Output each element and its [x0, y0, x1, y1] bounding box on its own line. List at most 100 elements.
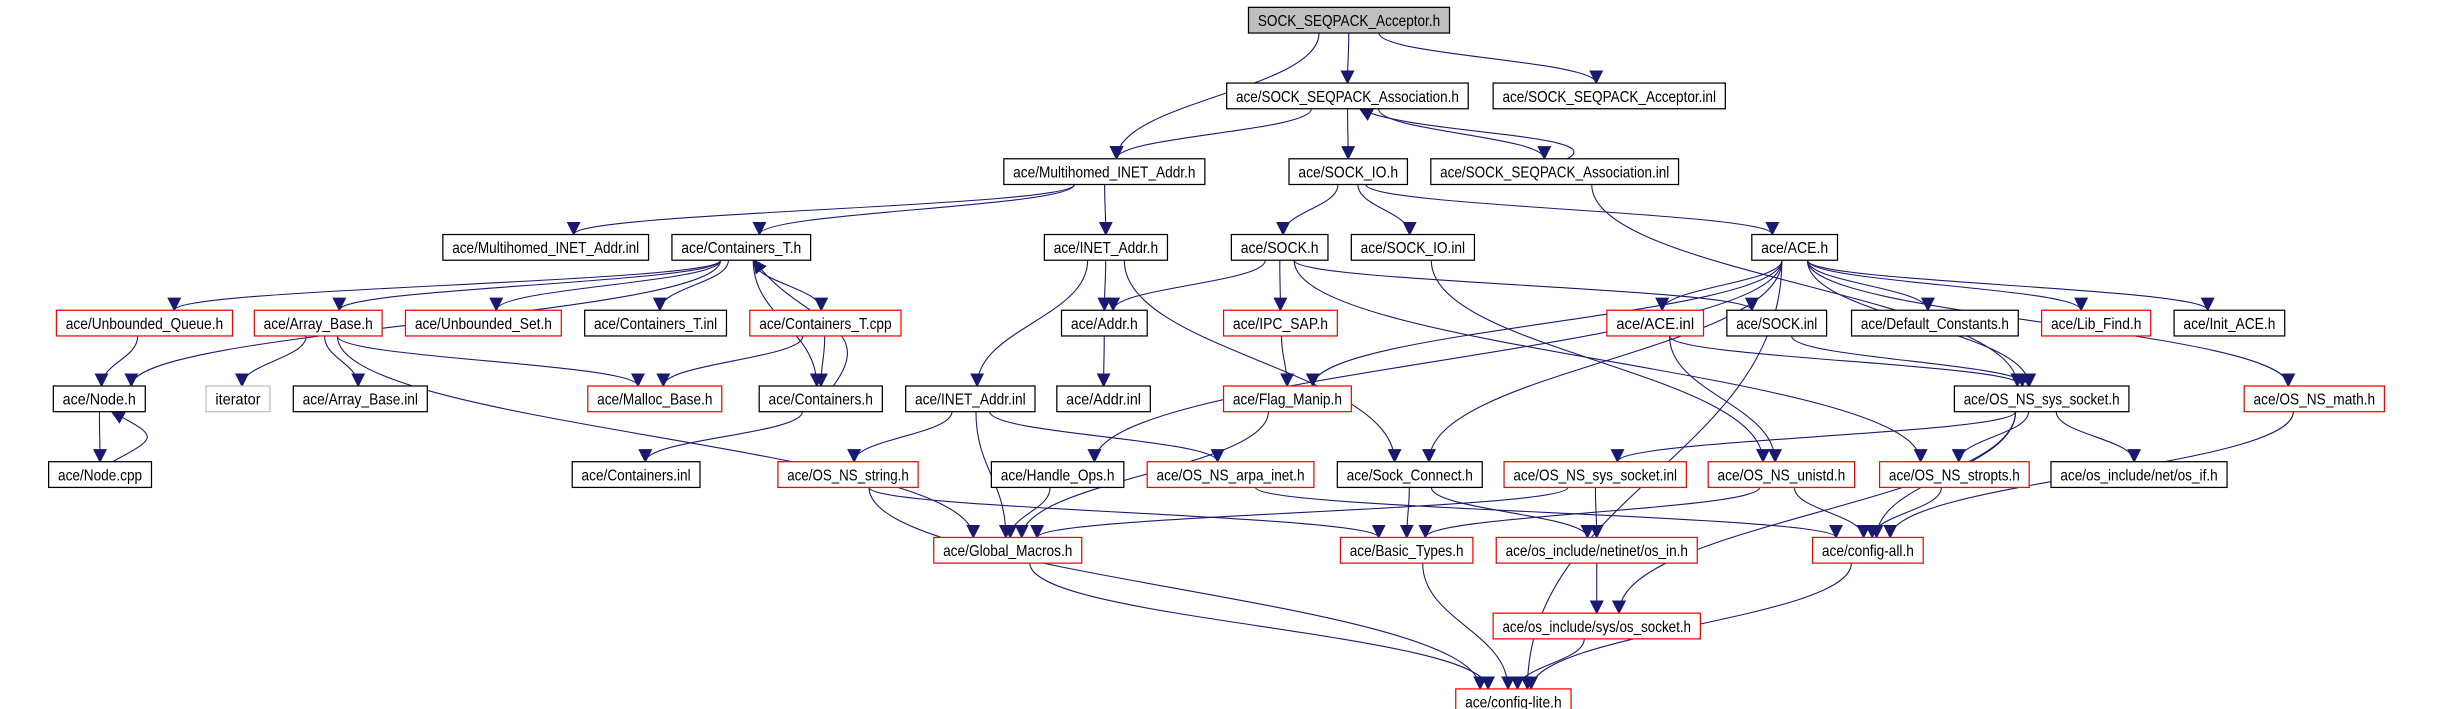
node-sock-inl[interactable]: ace/SOCK.inl	[1726, 309, 1828, 337]
node-cfgall-h[interactable]: ace/config-all.h	[1811, 536, 1924, 564]
node-box	[905, 385, 1036, 413]
node-uq-h[interactable]: ace/Unbounded_Queue.h	[55, 309, 234, 337]
node-unistd-h[interactable]: ace/OS_NS_unistd.h	[1707, 461, 1856, 489]
node-box	[1336, 461, 1483, 489]
edge-nssock_h-to-osif_h	[2055, 411, 2142, 464]
node-acceptor-h[interactable]: SOCK_SEQPACK_Acceptor.h	[1247, 6, 1451, 34]
node-string-h[interactable]: ace/OS_NS_string.h	[777, 461, 919, 489]
node-label: ace/Malloc_Base.h	[597, 392, 712, 409]
node-contT-inl[interactable]: ace/Containers_T.inl	[584, 309, 728, 337]
node-label: ace/OS_NS_string.h	[787, 467, 909, 484]
edge-contT_h-to-us_h	[489, 260, 722, 312]
node-box	[587, 385, 723, 413]
node-ab-h[interactable]: ace/Array_Base.h	[253, 309, 383, 337]
node-nssock-inl[interactable]: ace/OS_NS_sys_socket.inl	[1503, 461, 1687, 489]
node-bt-h[interactable]: ace/Basic_Types.h	[1339, 536, 1474, 564]
node-box	[1850, 309, 2019, 337]
edge-handle_h-to-gm_h	[1003, 487, 1051, 539]
node-cfglite-h[interactable]: ace/config-lite.h	[1455, 688, 1572, 709]
node-arpa-h[interactable]: ace/OS_NS_arpa_inet.h	[1146, 461, 1315, 489]
node-lib-h[interactable]: ace/Lib_Find.h	[2041, 309, 2152, 337]
node-inet-h[interactable]: ace/INET_Addr.h	[1043, 233, 1169, 261]
node-label: ace/Sock_Connect.h	[1347, 467, 1473, 484]
node-box	[1707, 461, 1856, 489]
node-label: ace/config-lite.h	[1465, 695, 1562, 709]
node-ace-h[interactable]: ace/ACE.h	[1751, 233, 1839, 261]
node-ab-inl[interactable]: ace/Array_Base.inl	[292, 385, 428, 413]
node-sockio-inl[interactable]: ace/SOCK_IO.inl	[1350, 233, 1476, 261]
edge-inet_inl-to-string_h	[847, 411, 953, 464]
node-us-h[interactable]: ace/Unbounded_Set.h	[404, 309, 562, 337]
edge-nssock_h-to-ossock_h	[1612, 411, 2017, 615]
edge-sock_h-to-ipc_h	[1273, 260, 1288, 312]
node-osin-h[interactable]: ace/os_include/netinet/os_in.h	[1495, 536, 1698, 564]
node-ace-inl[interactable]: ace/ACE.inl	[1606, 309, 1705, 337]
edge-assoc_h-to-assoc_inl	[1377, 108, 1552, 161]
node-label: ace/Addr.h	[1071, 316, 1138, 333]
node-iterator[interactable]: iterator	[205, 385, 271, 413]
node-cont-inl[interactable]: ace/Containers.inl	[571, 461, 701, 489]
node-sockio-h[interactable]: ace/SOCK_IO.h	[1288, 158, 1409, 186]
node-osif-h[interactable]: ace/os_include/net/os_if.h	[2050, 461, 2228, 489]
edge-sockio_inl-to-unistd_h	[1430, 260, 1770, 464]
node-handle-h[interactable]: ace/Handle_Ops.h	[990, 461, 1125, 489]
edge-sock_h-to-addr_h	[1106, 260, 1266, 312]
node-stropts-h[interactable]: ace/OS_NS_stropts.h	[1878, 461, 2030, 489]
node-label: ace/Node.cpp	[58, 467, 142, 484]
node-init-h[interactable]: ace/Init_ACE.h	[2173, 309, 2286, 337]
edge-sockconn_h-to-osin_h	[1430, 487, 1595, 539]
node-box	[1606, 309, 1705, 337]
node-label: SOCK_SEQPACK_Acceptor.h	[1258, 13, 1440, 30]
node-label: ace/IPC_SAP.h	[1233, 316, 1328, 333]
node-math-h[interactable]: ace/OS_NS_math.h	[2243, 385, 2386, 413]
node-box	[1455, 688, 1572, 709]
edge-ace_h-to-sockconn_h	[1422, 260, 1783, 464]
node-mh-inl[interactable]: ace/Multihomed_INET_Addr.inl	[442, 233, 650, 261]
edge-ossock_h-to-cfglite_h	[1510, 638, 1585, 691]
node-label: ace/ACE.inl	[1616, 316, 1694, 333]
node-box	[2173, 309, 2286, 337]
node-label: ace/ACE.h	[1761, 240, 1828, 257]
node-box	[1726, 309, 1828, 337]
node-assoc-inl[interactable]: ace/SOCK_SEQPACK_Association.inl	[1430, 158, 1680, 186]
node-box	[253, 309, 383, 337]
node-mh-h[interactable]: ace/Multihomed_INET_Addr.h	[1003, 158, 1206, 186]
node-node-h[interactable]: ace/Node.h	[52, 385, 146, 413]
edge-bt_h-to-cfglite_h	[1422, 563, 1516, 691]
node-ipc-h[interactable]: ace/IPC_SAP.h	[1222, 309, 1338, 337]
node-box	[1811, 536, 1924, 564]
edge-contT_h-to-contT_cpp	[753, 260, 829, 312]
node-label: ace/Containers.h	[769, 392, 873, 409]
node-label: ace/SOCK_SEQPACK_Association.inl	[1440, 164, 1669, 181]
node-box	[1056, 385, 1151, 413]
node-flag-h[interactable]: ace/Flag_Manip.h	[1222, 385, 1352, 413]
edge-cont_h-to-cont_inl	[638, 411, 803, 464]
node-defc-h[interactable]: ace/Default_Constants.h	[1850, 309, 2019, 337]
node-box	[1226, 82, 1469, 110]
node-label: ace/Containers_T.h	[681, 240, 801, 257]
node-gm-h[interactable]: ace/Global_Macros.h	[933, 536, 1083, 564]
node-contT-h[interactable]: ace/Containers_T.h	[671, 233, 812, 261]
node-sock-h[interactable]: ace/SOCK.h	[1230, 233, 1329, 261]
edge-contT_h-to-ab_h	[332, 259, 722, 312]
node-contT-cpp[interactable]: ace/Containers_T.cpp	[749, 309, 902, 337]
node-inet-inl[interactable]: ace/INET_Addr.inl	[905, 385, 1036, 413]
node-box	[1339, 536, 1474, 564]
node-label: ace/os_include/netinet/os_in.h	[1506, 543, 1688, 560]
node-box	[671, 233, 812, 261]
edge-ace_h-to-flag_h	[1305, 260, 1783, 388]
edge-inet_inl-to-arpa_h	[989, 411, 1225, 464]
node-sockconn-h[interactable]: ace/Sock_Connect.h	[1336, 461, 1483, 489]
node-box	[777, 461, 919, 489]
node-cont-h[interactable]: ace/Containers.h	[758, 385, 883, 413]
node-nssock-h[interactable]: ace/OS_NS_sys_socket.h	[1953, 385, 2130, 413]
node-node-cpp[interactable]: ace/Node.cpp	[48, 461, 153, 489]
node-addr-h[interactable]: ace/Addr.h	[1060, 309, 1148, 337]
node-ossock-h[interactable]: ace/os_include/sys/os_socket.h	[1492, 612, 1702, 640]
node-box	[55, 309, 234, 337]
node-assoc-h[interactable]: ace/SOCK_SEQPACK_Association.h	[1226, 82, 1469, 110]
node-malloc-h[interactable]: ace/Malloc_Base.h	[587, 385, 723, 413]
node-acceptor-inl[interactable]: ace/SOCK_SEQPACK_Acceptor.inl	[1492, 82, 1726, 110]
node-addr-inl[interactable]: ace/Addr.inl	[1056, 385, 1151, 413]
